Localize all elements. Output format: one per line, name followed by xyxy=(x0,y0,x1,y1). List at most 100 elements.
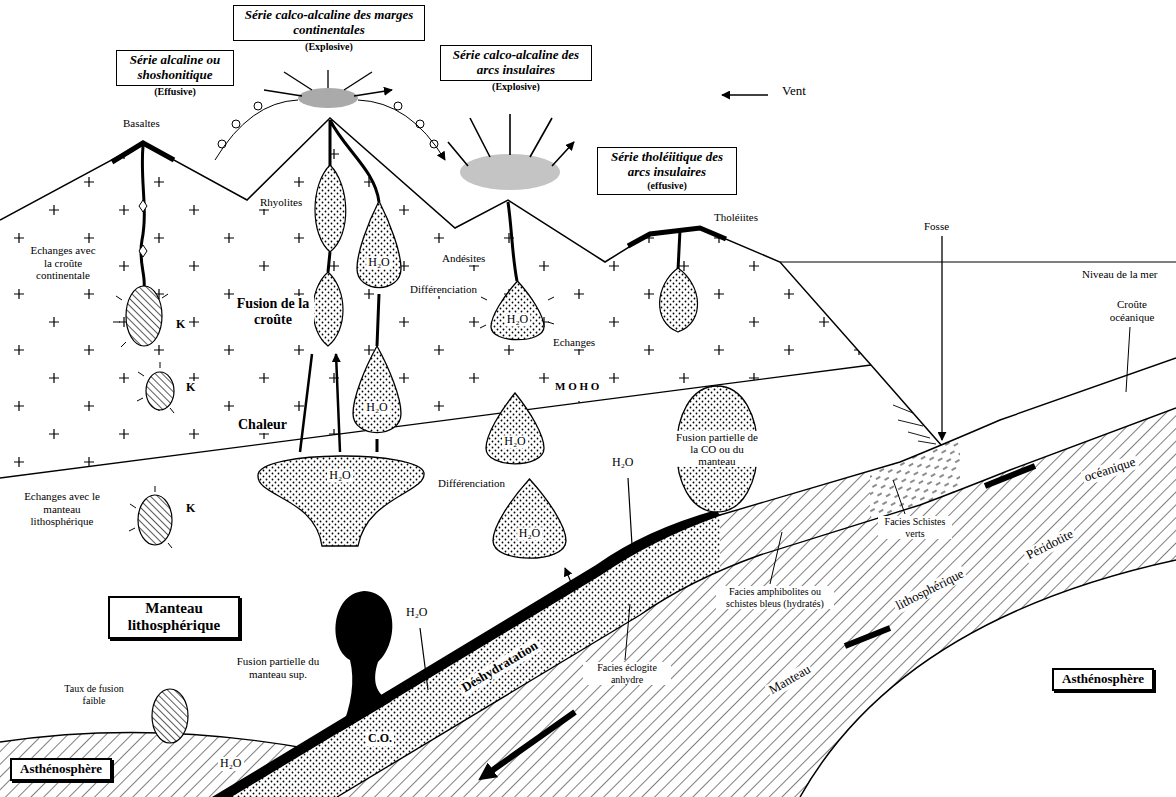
eruption-clouds-part xyxy=(460,154,560,190)
plate-motion-arrows-part xyxy=(490,466,1035,772)
leader-lines-part xyxy=(941,236,942,440)
magma-conduits-part xyxy=(141,146,144,288)
label-text: Facies Schistes verts xyxy=(878,516,952,539)
label-text: Fosse xyxy=(922,220,951,233)
blob-label: H₂O xyxy=(327,469,353,482)
eruption-style: (Explosive) xyxy=(490,81,542,93)
eruption-style-row: (Explosive) xyxy=(233,41,425,53)
eruption-clouds-part xyxy=(298,88,358,108)
blob-label: Fusion partielle de la CO ou du manteau xyxy=(672,431,762,467)
eruption-clouds-part xyxy=(416,120,424,128)
label-text: H₂O xyxy=(404,606,430,620)
eruption-clouds-part xyxy=(264,70,392,96)
continental-crust-part xyxy=(0,118,942,446)
oceanic-mantle-part xyxy=(800,560,1176,797)
potassic-magma-blobs-part xyxy=(152,689,188,743)
subducting-slab-part-part xyxy=(720,300,870,797)
plate-motion-arrows xyxy=(490,466,1035,772)
mantle-melt-diapir-part xyxy=(336,591,393,732)
label-text: Fusion partielle du manteau sup. xyxy=(220,655,336,680)
eruption-clouds-part xyxy=(254,102,262,110)
blob-label: H₂O xyxy=(366,256,392,269)
label-text: Rhyolites xyxy=(258,196,304,209)
magma-blob: H₂O xyxy=(352,345,402,440)
subducting-slab-part-part xyxy=(0,300,1176,797)
label-text: K xyxy=(174,318,187,332)
magma-conduits-part xyxy=(660,268,698,332)
region-name: Asthénosphère xyxy=(20,762,102,777)
region-box: Asthénosphère xyxy=(1052,668,1154,691)
potassic-magma-blobs-part xyxy=(138,495,172,545)
label-text: Vent xyxy=(780,84,808,99)
series-box: Série tholéiitique des arcs insulaires(e… xyxy=(597,147,737,195)
subducting-slab-part-part xyxy=(870,300,960,797)
accretionary-wedge-part xyxy=(893,405,936,444)
magma-conduits-part xyxy=(313,272,343,346)
label-text: H₂O xyxy=(610,456,636,470)
subducting-slab-part xyxy=(337,408,1176,797)
accretionary-wedge xyxy=(893,405,936,444)
blob-outline xyxy=(492,478,567,565)
potassic-magma-blobs-part xyxy=(138,495,172,545)
eruption-style: (Effusive) xyxy=(152,86,198,98)
blob-label: H₂O xyxy=(505,314,531,327)
potassic-magma-blobs-part xyxy=(126,286,162,346)
label-text: lithosphérique xyxy=(892,566,969,615)
sea-level-part xyxy=(780,261,1176,262)
label-text: Déshydratation xyxy=(458,637,543,696)
label-text: H₂O xyxy=(218,757,244,771)
blob-outline xyxy=(490,280,545,345)
label-text: Différenciation xyxy=(436,477,507,490)
blob-outline-path xyxy=(357,201,401,288)
magma-blob: H₂O xyxy=(490,280,545,345)
label-text: Basaltes xyxy=(121,117,162,130)
label-text: Echanges xyxy=(551,336,597,349)
leader-lines xyxy=(625,236,1130,660)
wind-arrow-part xyxy=(722,94,768,96)
label-text: Andésites xyxy=(440,252,487,265)
blob-ground xyxy=(486,393,544,464)
magma-blob: H₂O xyxy=(250,445,430,548)
series-title: Série alcaline ou shoshonitique xyxy=(116,50,234,86)
potassic-magma-blobs-part xyxy=(146,372,174,410)
blob-outline-path xyxy=(258,456,424,546)
magma-blob: Fusion partielle de la CO ou du manteau xyxy=(662,385,772,513)
continental-crust xyxy=(0,118,942,478)
eruption-clouds-part xyxy=(448,114,574,166)
subducting-slab-part-part xyxy=(0,300,720,797)
blob-label: H₂O xyxy=(517,527,543,540)
label-text: océanique xyxy=(1081,454,1140,486)
label-text: Echanges avec le manteau lithosphérique xyxy=(16,490,108,528)
potassic-magma-blobs-part xyxy=(146,372,174,410)
eruption-clouds-part xyxy=(394,102,402,110)
label-text: K xyxy=(184,502,197,516)
series-title: Série calco-alcaline des marges continen… xyxy=(233,5,425,41)
label-text: Chaleur xyxy=(236,417,289,433)
eruption-style-row: (Explosive) xyxy=(440,81,592,93)
label-text: C.O. xyxy=(366,732,394,746)
sea-level xyxy=(780,262,1176,263)
eruption-style: (Explosive) xyxy=(303,41,355,53)
eruption-clouds-part xyxy=(430,140,438,148)
series-title: Série calco-alcaline des arcs insulaires xyxy=(440,45,592,81)
volcano-caps-part xyxy=(628,228,726,246)
label-text: Croûte océanique xyxy=(1092,298,1172,323)
label-text: Echanges avec la croûte continentale xyxy=(24,244,102,282)
wind-arrow xyxy=(722,95,768,96)
blob-ground xyxy=(491,281,544,340)
label-text: Niveau de la mer xyxy=(1080,268,1159,281)
series-box: Série calco-alcaline des arcs insulaires… xyxy=(440,45,592,93)
fluid-and-heat-arrows-part xyxy=(300,354,340,452)
blob-ground xyxy=(353,346,401,433)
region-name: Asthénosphère xyxy=(1062,672,1144,687)
asthenosphere-left-part xyxy=(0,733,310,749)
blob-ground xyxy=(493,479,566,558)
series-box: Série alcaline ou shoshonitique(Effusive… xyxy=(116,50,234,98)
label-text: Taux de fusion faible xyxy=(54,683,134,706)
label-text: Facies éclogite anhydre xyxy=(583,662,671,685)
blob-outline xyxy=(485,392,545,470)
magma-conduits-part xyxy=(660,268,698,332)
eruption-style-row: (Effusive) xyxy=(116,86,234,98)
label-text: Facies amphibolites ou schistes bleus (h… xyxy=(716,586,834,609)
